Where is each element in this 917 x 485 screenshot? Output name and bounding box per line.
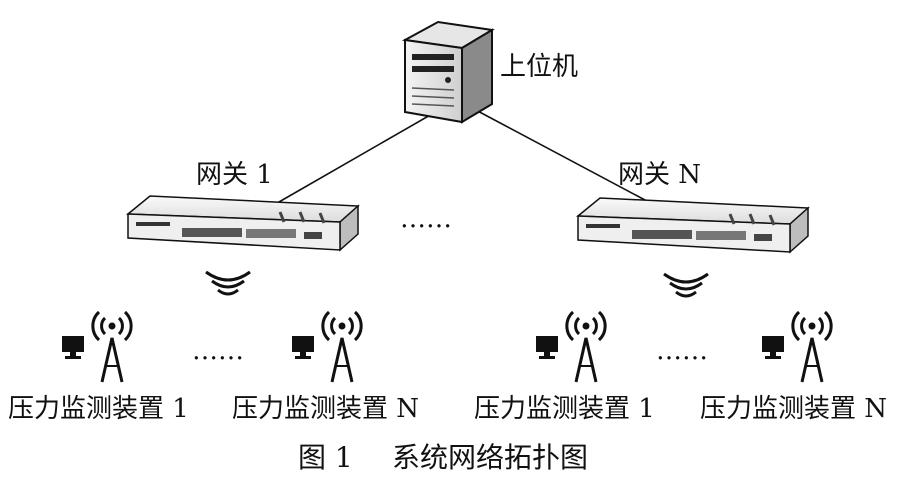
gateway-n-label: 网关 N [618,160,702,190]
device-ellipsis-left: …… [192,336,244,366]
wireless-signal-icon [662,272,710,298]
device-label: 压力监测装置 N [232,394,420,424]
gateway-ellipsis: …… [400,204,452,234]
server-icon [401,20,495,124]
gateway-n-switch-icon [575,197,810,254]
device-ellipsis-right: …… [656,336,708,366]
link-host-gateway-n [471,107,661,209]
device-label: 压力监测装置 1 [474,394,655,424]
pressure-sensor-icon [60,310,133,384]
figure-number: 图 1 [298,441,353,474]
pressure-sensor-icon [760,310,833,384]
figure-title: 系统网络拓扑图 [392,441,589,474]
host-label: 上位机 [500,52,579,82]
device-label: 压力监测装置 N [700,394,888,424]
pressure-sensor-icon [534,310,607,384]
wireless-signal-icon [204,270,252,296]
pressure-sensor-icon [290,310,363,384]
link-host-gateway-1 [271,113,433,207]
gateway-1-switch-icon [125,195,360,252]
gateway-1-label: 网关 1 [196,160,273,190]
device-label: 压力监测装置 1 [8,394,189,424]
